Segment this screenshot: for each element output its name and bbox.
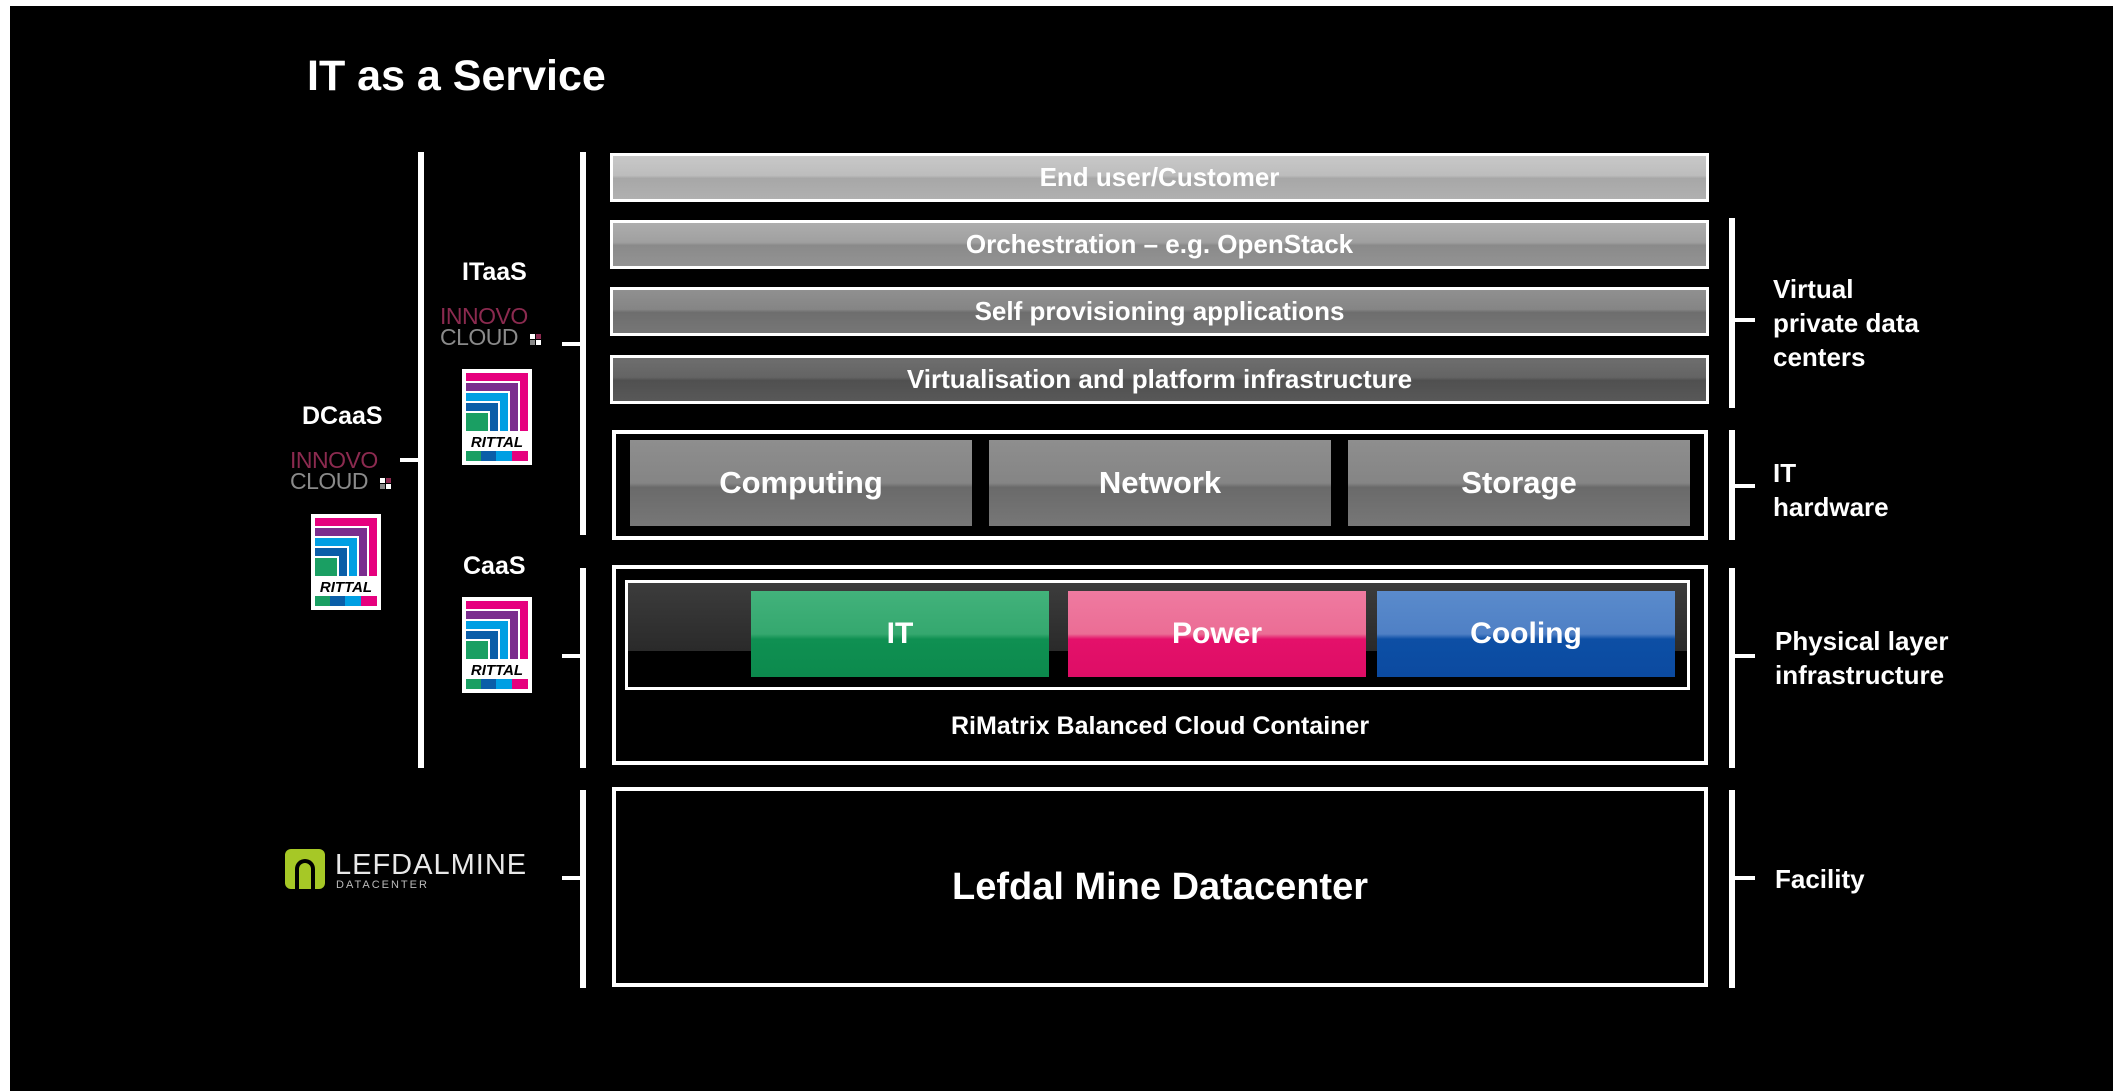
self-provisioning-label: Self provisioning applications (974, 296, 1345, 326)
svg-text:RITTAL: RITTAL (471, 434, 523, 451)
hardware-bracket-tick (1733, 484, 1755, 488)
caas-label: CaaS (463, 552, 526, 580)
facility-right-bracket-line (1729, 790, 1735, 988)
it-block: IT (751, 591, 1049, 677)
virtualisation-label: Virtualisation and platform infrastructu… (906, 364, 1413, 394)
computing-block: Computing (630, 440, 972, 526)
svg-text:RITTAL: RITTAL (320, 579, 372, 596)
innovo-dots-icon (379, 478, 392, 490)
orchestration-label: Orchestration – e.g. OpenStack (965, 229, 1354, 259)
dcaas-label: DCaaS (302, 402, 383, 430)
virtual-bracket-tick (1733, 318, 1755, 322)
network-block: Network (989, 440, 1331, 526)
caas-bracket-tick (562, 654, 584, 658)
virtualisation-layer: Virtualisation and platform infrastructu… (610, 355, 1709, 404)
itaas-label: ITaaS (462, 258, 527, 286)
physical-layer-label: Physical layer infrastructure (1775, 626, 1949, 690)
cooling-block: Cooling (1377, 591, 1675, 677)
rittal-logo-dcaas: RITTAL (311, 514, 381, 610)
facility-box: Lefdal Mine Datacenter (612, 787, 1708, 987)
virtual-bracket-line (1729, 218, 1735, 408)
rittal-logo-caas: RITTAL (462, 597, 532, 693)
physical-bracket-tick (1733, 654, 1755, 658)
facility-right-bracket-tick (1733, 876, 1755, 880)
innovo-cloud-logo-dcaas: INNOVO CLOUD (290, 449, 392, 493)
storage-block: Storage (1348, 440, 1690, 526)
end-user-label: End user/Customer (1039, 162, 1280, 192)
page-title: IT as a Service (307, 52, 606, 100)
innovo-dots-icon (529, 334, 542, 346)
rittal-logo-itaas: RITTAL (462, 369, 532, 465)
hardware-bracket-line (1729, 430, 1735, 540)
itaas-bracket-tick (562, 342, 584, 346)
lefdal-logo-main-text: LEFDALMINE (335, 849, 528, 881)
facility-box-label: Lefdal Mine Datacenter (952, 865, 1368, 908)
virtual-private-label: Virtual private data centers (1773, 274, 1919, 372)
lefdal-logo-sub-text: DATACENTER (336, 879, 429, 891)
physical-bracket-line (1729, 568, 1735, 768)
dcaas-bracket-tick (400, 458, 424, 462)
physical-layer-box (612, 565, 1708, 765)
it-hardware-label: IT hardware (1773, 458, 1889, 522)
lefdal-arch-icon (285, 849, 325, 889)
it-hardware-box (612, 430, 1708, 540)
innovo-cloud-logo-itaas: INNOVO CLOUD (440, 305, 542, 349)
caas-bracket-line (580, 568, 586, 768)
power-block: Power (1068, 591, 1366, 677)
facility-bracket-tick (562, 876, 584, 880)
container-label: RiMatrix Balanced Cloud Container (950, 712, 1370, 740)
facility-bracket-line (580, 790, 586, 988)
container-inner-frame (625, 580, 1690, 690)
end-user-layer: End user/Customer (610, 153, 1709, 202)
self-provisioning-layer: Self provisioning applications (610, 287, 1709, 336)
svg-text:RITTAL: RITTAL (471, 662, 523, 679)
lefdal-mine-logo: LEFDALMINE DATACENTER (285, 849, 535, 891)
facility-label: Facility (1775, 864, 1865, 894)
orchestration-layer: Orchestration – e.g. OpenStack (610, 220, 1709, 269)
